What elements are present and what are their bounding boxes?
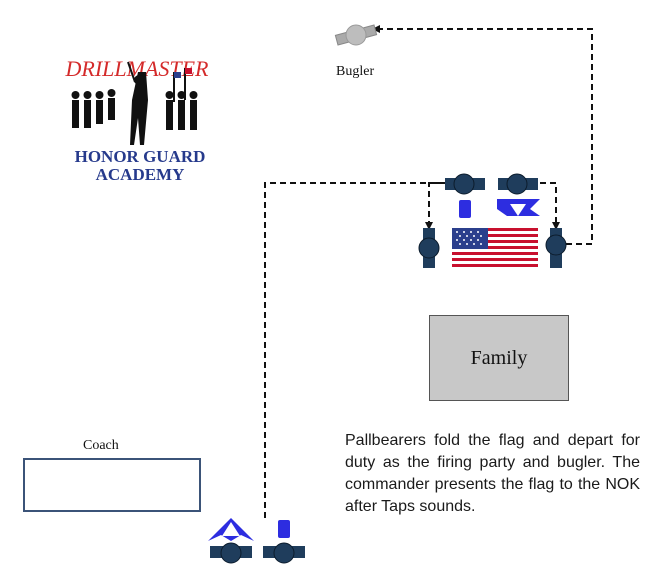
pallbearer-icon bbox=[497, 173, 540, 216]
path-to-right-bearer bbox=[530, 182, 560, 230]
pallbearer-icon bbox=[445, 173, 485, 218]
logo-subtitle: HONOR GUARD bbox=[75, 147, 206, 166]
coach-box bbox=[23, 458, 201, 512]
commander-icon bbox=[208, 518, 254, 564]
pallbearer-icon bbox=[418, 228, 440, 268]
pallbearer-icon bbox=[263, 520, 305, 564]
coach-label: Coach bbox=[83, 438, 119, 453]
path-bottom-to-top bbox=[264, 179, 457, 518]
logo-icon: DRILLMASTER HONOR GUARD ACADEMY bbox=[65, 56, 210, 184]
family-box: Family bbox=[429, 315, 569, 401]
flag-icon bbox=[452, 228, 538, 267]
path-to-bugler bbox=[372, 25, 593, 245]
description-text: Pallbearers fold the flag and depart for… bbox=[345, 432, 640, 515]
bugler-icon bbox=[334, 24, 378, 46]
family-label: Family bbox=[470, 346, 528, 369]
bugler-label: Bugler bbox=[336, 64, 375, 79]
pallbearer-icon bbox=[545, 228, 567, 268]
logo-academy: ACADEMY bbox=[96, 165, 185, 184]
